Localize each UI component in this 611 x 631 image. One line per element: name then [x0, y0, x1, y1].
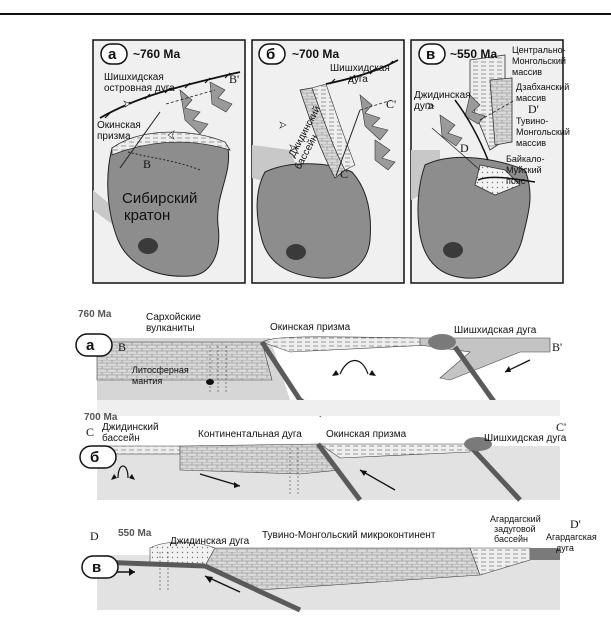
map-c-bm-label-3: пояс	[506, 176, 526, 186]
map-a-craton-label-1: Сибирский	[122, 190, 197, 207]
section-c-point-d: D	[90, 529, 99, 543]
section-a-volc-label-2: вулканиты	[146, 323, 195, 334]
map-c: в ~550 Ма Джидинская дуга Центрально- Мо…	[410, 39, 570, 284]
map-c-badge	[418, 43, 446, 65]
map-a: а ~760 Ма Шишхидская островная дуга Окин…	[92, 39, 246, 284]
section-b-arc	[464, 437, 492, 451]
section-b-prism	[319, 443, 471, 459]
section-b-point-c: C	[86, 425, 94, 439]
map-c-cm-label-2: Монгольский	[512, 56, 566, 66]
map-a-arc-label-1: Шишхидская	[104, 72, 164, 83]
map-a-arc-label-2: островная дуга	[104, 83, 175, 94]
map-c-bm-label-2: Муйский	[506, 165, 542, 175]
section-a-point-b1: B'	[552, 340, 562, 354]
map-c-cm-label-1: Центрально-	[512, 45, 566, 55]
section-c-backarc-label-1: Агардагский	[490, 514, 541, 524]
section-a-prism	[261, 336, 431, 353]
map-b-age: ~700 Ма	[292, 47, 340, 61]
map-b-badge-text: б	[266, 46, 275, 63]
map-c-arc-label-1: Джидинская	[414, 90, 471, 101]
map-b-badge	[258, 43, 286, 65]
map-a-prism-label-1: Окинская	[97, 120, 141, 131]
section-b-point-c1: C'	[556, 420, 566, 434]
section-a-badge	[75, 333, 113, 357]
map-b-point-c: C	[340, 167, 348, 181]
map-c-point-d: D	[460, 141, 469, 155]
map-c-dz	[489, 77, 513, 146]
section-c-badge	[81, 555, 119, 579]
map-c-arc-label-2: дуга	[414, 101, 434, 112]
top-rule	[0, 13, 611, 15]
map-c-tm-label-3: массив	[516, 138, 546, 148]
map-a-craton-label-2: кратон	[124, 207, 170, 224]
section-c-badge-text: в	[92, 559, 101, 576]
map-a-shelf	[93, 150, 140, 230]
section-a-prism-label: Окинская призма	[270, 322, 351, 333]
map-a-arc	[179, 89, 209, 135]
section-b-basin-label-2: бассейн	[102, 432, 140, 444]
map-a-point-b1: B'	[229, 72, 239, 86]
section-a-volc-label-1: Сархойские	[146, 312, 201, 323]
section-c-age: 550 Ма	[118, 528, 152, 539]
section-c-aarc-label-2: дуга	[556, 543, 574, 553]
section-a-arc	[428, 334, 456, 350]
section-a-arc-label: Шишхидская дуга	[454, 325, 537, 336]
map-b: б ~700 Ма Шишхидская дуга Джидинский бас…	[251, 39, 405, 284]
map-c-point-d1: D'	[528, 102, 539, 116]
map-b-arc-label-2: дуга	[348, 74, 368, 85]
map-c-cm-label-3: массив	[512, 67, 542, 77]
section-b-carc-label: Континентальная дуга	[198, 429, 302, 440]
section-a-crust	[96, 341, 273, 381]
section-b-arc-label: Шишхидская дуга	[484, 433, 567, 444]
section-a: 760 Ма а B B' Сархойские вулканиты Окинс…	[75, 309, 562, 418]
map-c-tm-label-1: Тувино-	[516, 116, 548, 126]
section-a-age: 760 Ма	[78, 309, 112, 320]
section-c-micro	[204, 547, 481, 591]
map-c-bm	[474, 164, 521, 196]
map-b-point-c1: C'	[386, 97, 396, 111]
map-c-bm-label-1: Байкало-	[506, 154, 544, 164]
section-b-crust	[179, 443, 341, 475]
map-c-dz-label-2: массив	[516, 93, 546, 103]
map-a-core	[138, 238, 158, 254]
map-a-prism-label-2: призма	[97, 131, 131, 142]
section-c-arc-label: Джидинская дуга	[170, 536, 250, 547]
map-a-age: ~760 Ма	[133, 47, 181, 61]
section-a-point-b: B	[118, 340, 126, 354]
section-b-basin-label-1: Джидинский	[102, 422, 159, 433]
section-a-slab	[259, 340, 303, 402]
map-a-badge	[100, 43, 128, 65]
section-b-prism-label: Окинская призма	[326, 429, 407, 440]
map-a-badge-text: а	[108, 46, 117, 63]
section-c: 550 Ма в D D' Джидинская дуга Тувино-Мон…	[81, 514, 597, 613]
map-b-craton	[256, 163, 371, 279]
map-b-arc	[359, 94, 389, 141]
map-c-badge-text: в	[426, 46, 435, 63]
map-b-trench	[325, 59, 399, 85]
map-c-dz-label-1: Дзабханский	[516, 82, 569, 92]
section-b: 700 Ма б C C' Джидинский бассейн Контине…	[79, 412, 567, 502]
section-b-badge-text: б	[90, 449, 99, 466]
section-b-badge	[79, 445, 117, 469]
map-c-age: ~550 Ма	[450, 47, 498, 61]
section-b-age: 700 Ма	[84, 412, 118, 423]
map-b-arc-label-1: Шишхидская	[330, 63, 390, 74]
section-c-micro-label: Тувино-Монгольский микроконтинент	[262, 530, 436, 541]
section-c-point-d1: D'	[570, 517, 581, 531]
section-c-aarc-label-1: Агардагская	[546, 532, 597, 542]
map-a-point-b: B	[143, 157, 151, 171]
section-c-backarc-label-3: бассейн	[494, 534, 528, 544]
section-a-mantle-label-1: Литосферная	[132, 365, 189, 375]
section-a-badge-text: а	[86, 337, 95, 354]
section-a-mantle-label-2: мантия	[132, 376, 162, 386]
section-b-slab	[316, 442, 362, 502]
map-c-tm-label-2: Монгольский	[516, 127, 570, 137]
section-c-backarc-label-2: задуговой	[494, 524, 536, 534]
map-c-arc	[439, 114, 463, 147]
map-a-trench	[99, 71, 241, 119]
